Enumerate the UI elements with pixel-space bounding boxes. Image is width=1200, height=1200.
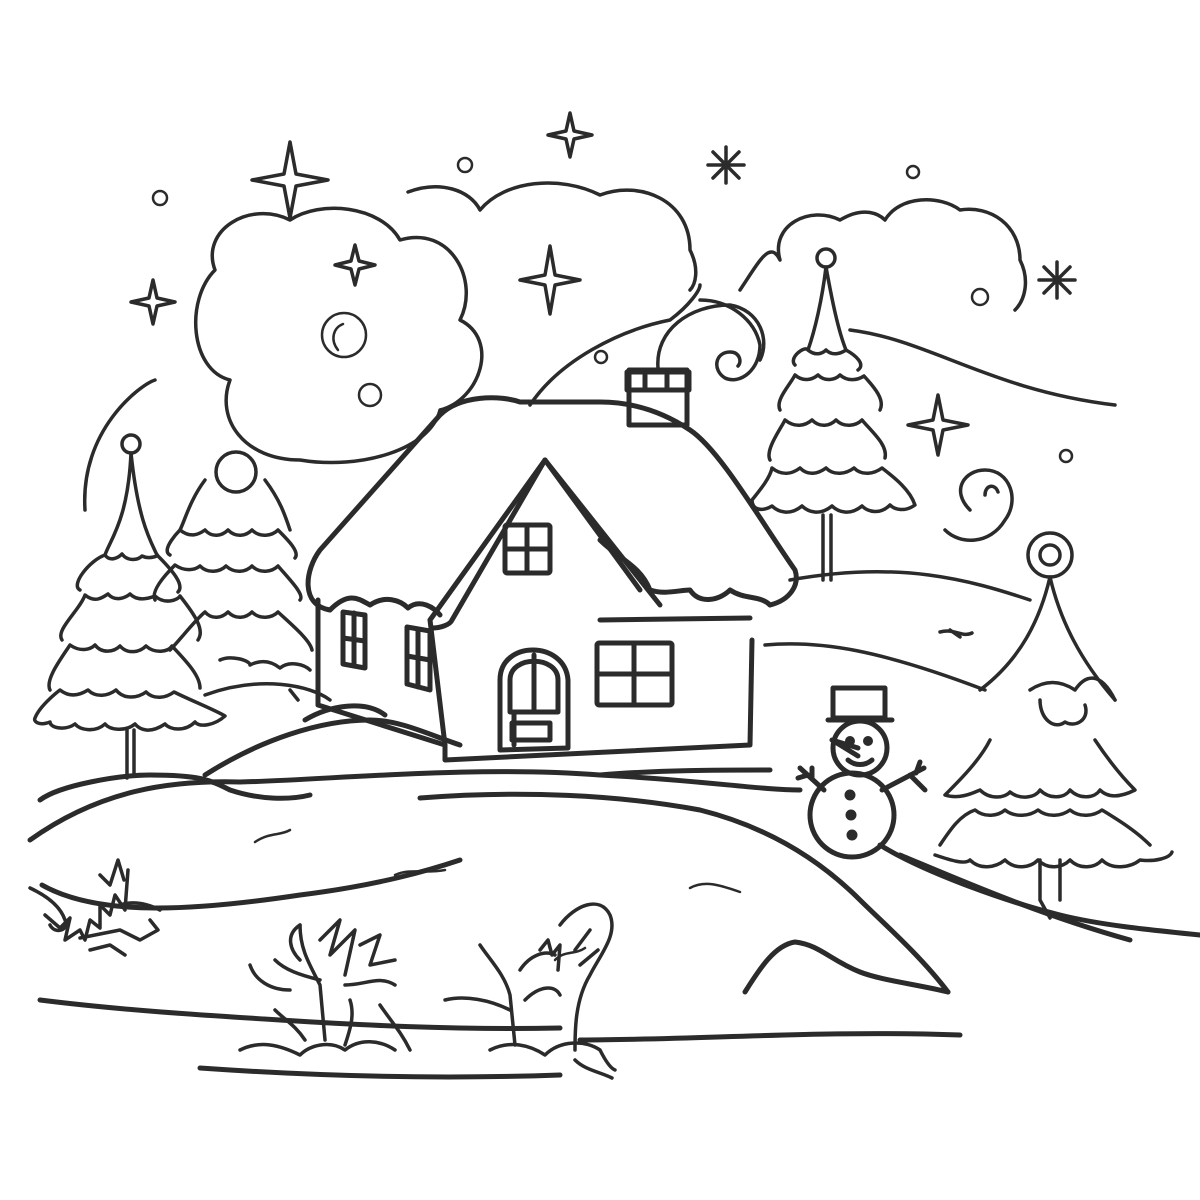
bare-bush-right (443, 902, 617, 1080)
side-window-right (404, 624, 433, 693)
star-icon (518, 244, 582, 316)
front-door (497, 647, 571, 753)
snowman-body (807, 770, 897, 860)
bare-bush-center (238, 918, 412, 1057)
snowy-cottage (305, 303, 799, 763)
snow-ground (27, 703, 1200, 1080)
cloud-center (406, 181, 698, 292)
wind-swirl-lines (83, 283, 1117, 542)
house-walls (315, 597, 755, 763)
bare-bush-left (28, 858, 162, 957)
pine-tree-right-front (933, 531, 1174, 920)
tree-pom-icon (214, 450, 258, 494)
snowman (795, 685, 928, 860)
cloud-right (738, 198, 1028, 312)
asterisk-star-icon (1037, 260, 1077, 300)
stick-arm-right (879, 759, 928, 793)
pine-tree-right-back (750, 247, 917, 582)
chimney-smoke (656, 303, 766, 370)
sparkle-stars (129, 111, 1077, 457)
asterisk-star-icon (706, 145, 746, 185)
star-icon (546, 111, 594, 159)
chimney (624, 367, 692, 428)
snow-dots (151, 156, 1074, 464)
attic-window (502, 522, 553, 576)
pine-tree-left-back (152, 450, 314, 702)
front-window (594, 640, 675, 708)
side-window-left (340, 609, 368, 671)
star-icon (333, 243, 377, 287)
star-icon (906, 393, 970, 457)
stick-arm-left (795, 765, 827, 793)
star-icon (250, 140, 330, 220)
carrot-nose (829, 737, 861, 759)
star-icon (129, 278, 177, 326)
snow-roof (305, 395, 799, 618)
gable-front (427, 457, 663, 631)
pine-tree-left (32, 433, 227, 780)
